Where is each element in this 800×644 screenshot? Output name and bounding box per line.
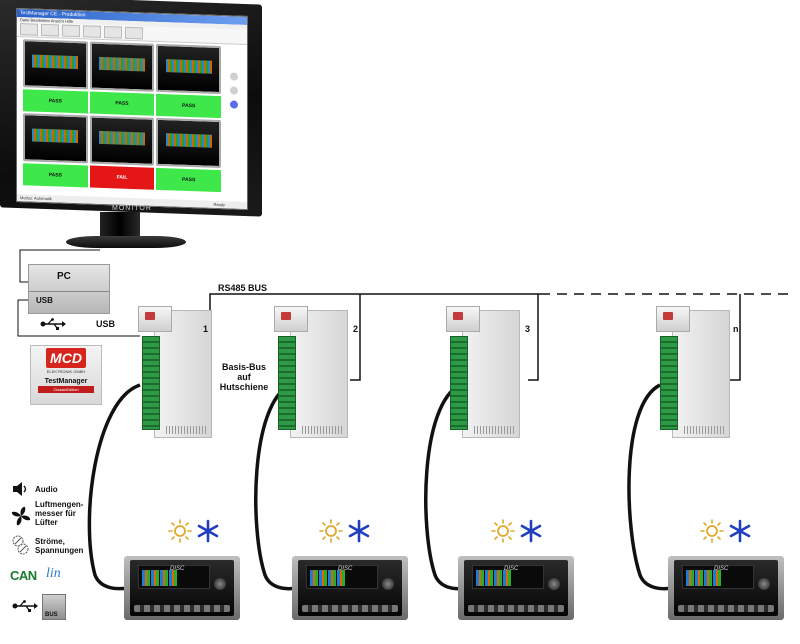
usb-icon (12, 600, 38, 612)
terminal-block (660, 336, 678, 430)
company-name: ELEKTRONIK GMBH (46, 369, 86, 374)
radio-knob (382, 578, 394, 590)
bus-icon: BUS (42, 594, 66, 620)
harness-cable-3 (424, 383, 465, 591)
speaker-icon (13, 482, 27, 496)
bus-drop-3 (528, 294, 539, 381)
bus-icon-label: BUS (45, 612, 58, 618)
radio-buttons (302, 605, 398, 612)
usb-cable (17, 299, 140, 337)
car-radio-unit: DISC (124, 556, 240, 620)
legend-audio: Audio (35, 485, 58, 494)
car-radio-unit: DISC (668, 556, 784, 620)
car-radio-unit: DISC (458, 556, 574, 620)
fan-icon (11, 506, 31, 526)
basis-bus-label: Basis-Bus auf Hutschiene (219, 362, 269, 392)
pc-divider (29, 291, 109, 292)
terminal-block (142, 336, 160, 430)
radio-buttons (468, 605, 564, 612)
usb-icon (40, 318, 66, 330)
display-text: DISC (504, 566, 519, 572)
io-module (274, 306, 348, 438)
module-vent (166, 426, 206, 434)
display-text: DISC (338, 566, 353, 572)
radio-buttons (678, 605, 774, 612)
radio-display (138, 565, 210, 589)
module-vent (302, 426, 342, 434)
module-vent (474, 426, 514, 434)
radio-display (472, 565, 544, 589)
module-cap (138, 306, 172, 332)
terminal-block (450, 336, 468, 430)
car-radio-unit: DISC (292, 556, 408, 620)
io-module (656, 306, 730, 438)
brand-mark: MCD (46, 348, 86, 368)
mcd-logo: MCD ELEKTRONIK GMBH TestManager ClassicE… (30, 345, 102, 405)
harness-cable-2 (254, 383, 297, 591)
pc-label: PC (57, 271, 71, 282)
pc-box: PC USB (28, 264, 110, 314)
meter-icon (12, 535, 29, 555)
module-number: 2 (353, 324, 359, 334)
module-cap (446, 306, 480, 332)
harness-cable-n (627, 383, 673, 591)
monitor-cable (19, 249, 100, 283)
radio-buttons (134, 605, 230, 612)
module-number: n (733, 324, 739, 334)
legend-airflow: Luftmengen-messer für Lüfter (35, 500, 84, 527)
lin-logo: lin (46, 566, 61, 581)
product-name: TestManager (44, 378, 88, 385)
io-module (446, 306, 520, 438)
can-logo: CAN (10, 568, 37, 583)
terminal-block (278, 336, 296, 430)
display-text: DISC (714, 566, 729, 572)
module-number: 1 (203, 324, 209, 334)
radio-display (682, 565, 754, 589)
display-text: DISC (170, 566, 185, 572)
radio-display (306, 565, 378, 589)
monitor: TestManager CE - Produktion Datei Bearbe… (0, 0, 262, 228)
radio-knob (548, 578, 560, 590)
io-module (138, 306, 212, 438)
radio-knob (214, 578, 226, 590)
module-vent (684, 426, 724, 434)
module-cap (656, 306, 690, 332)
module-number: 3 (525, 324, 531, 334)
module-cap (274, 306, 308, 332)
monitor-label: MONITOR (112, 205, 152, 212)
usb-cable-label: USB (96, 319, 116, 329)
harness-cable-1 (87, 383, 141, 591)
pc-usb-label: USB (36, 296, 53, 305)
bus-drop-n (730, 294, 741, 381)
monitor-foot (66, 236, 186, 248)
edition-name: ClassicEdition (38, 386, 94, 393)
bus-drop-2 (350, 294, 361, 381)
legend-currents: Ströme, Spannungen (35, 537, 84, 555)
radio-knob (758, 578, 770, 590)
rs485-bus-label: RS485 BUS (218, 283, 268, 293)
